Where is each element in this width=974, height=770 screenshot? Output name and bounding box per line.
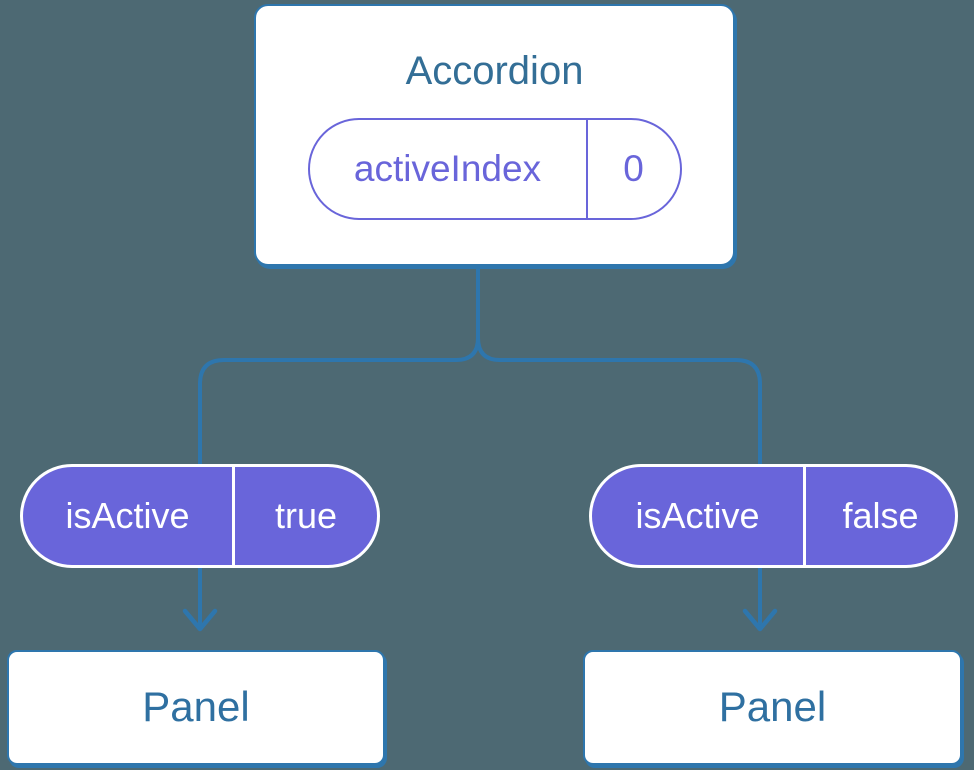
prop-value: false bbox=[842, 495, 919, 536]
panel-node-label: Panel bbox=[142, 683, 250, 731]
prop-pill-isactive-true: isActive true bbox=[20, 464, 380, 568]
panel-node-right: Panel bbox=[583, 650, 962, 765]
state-value: 0 bbox=[623, 148, 644, 189]
connector-right-branch bbox=[476, 260, 762, 627]
arrow-down-icon bbox=[182, 608, 218, 632]
panel-node-left: Panel bbox=[7, 650, 385, 765]
prop-name: isActive bbox=[592, 467, 806, 565]
prop-value: true bbox=[274, 495, 338, 536]
state-pill-activeindex: activeIndex 0 bbox=[307, 118, 682, 220]
connector-left-branch bbox=[198, 260, 480, 627]
arrow-down-icon bbox=[742, 608, 778, 632]
accordion-node-label: Accordion bbox=[405, 49, 584, 93]
state-name: activeIndex bbox=[310, 120, 588, 218]
prop-pill-isactive-false: isActive false bbox=[589, 464, 958, 568]
prop-name: isActive bbox=[23, 467, 235, 565]
panel-node-label: Panel bbox=[718, 683, 827, 731]
accordion-node: Accordion activeIndex 0 bbox=[254, 4, 735, 266]
